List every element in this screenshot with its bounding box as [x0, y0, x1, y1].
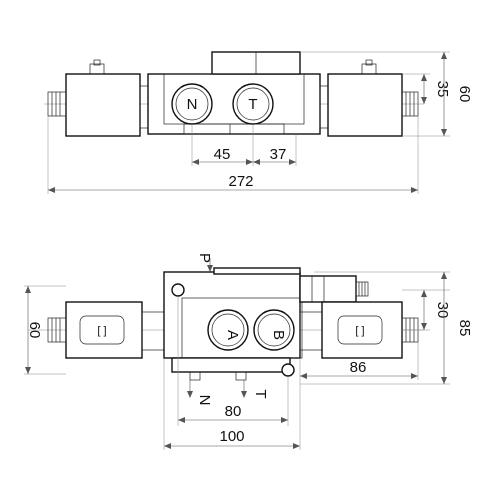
port-n-top: N — [171, 83, 213, 125]
port-label-a: A — [224, 330, 241, 340]
port-label-n: N — [187, 96, 198, 113]
top-valve-body — [147, 51, 321, 135]
port-b: B — [253, 309, 295, 351]
right-solenoid-coil — [319, 59, 419, 137]
port-label-b: B — [270, 330, 287, 340]
top-view: N T 35 60 — [44, 51, 473, 194]
right-solenoid-front: [ ] — [299, 301, 419, 359]
port-label-t: T — [248, 96, 257, 113]
dim-30: 30 — [434, 302, 451, 319]
dim-100: 100 — [219, 428, 244, 445]
port-a: A — [207, 309, 249, 351]
right-connector-glyph: [ ] — [355, 325, 364, 337]
dim-86: 86 — [350, 359, 367, 376]
dim-60-bottom: 60 — [26, 322, 43, 339]
dim-80: 80 — [225, 403, 242, 420]
bottom-view: [ ] A B — [24, 253, 473, 450]
dim-35: 35 — [434, 81, 451, 98]
left-solenoid-coil — [47, 59, 149, 137]
dim-272: 272 — [228, 173, 253, 190]
left-connector-glyph: [ ] — [97, 325, 106, 337]
dim-45: 45 — [214, 146, 231, 163]
port-label-p: P — [196, 253, 213, 263]
left-solenoid-front: [ ] — [47, 301, 165, 359]
relief-valve-cartridge — [299, 275, 369, 303]
dim-37: 37 — [270, 146, 287, 163]
dim-85: 85 — [456, 320, 473, 337]
dim-60-top: 60 — [456, 86, 473, 103]
port-label-n-bottom: N — [196, 395, 213, 406]
port-t-top: T — [232, 83, 274, 125]
port-label-t-bottom: T — [252, 389, 269, 398]
